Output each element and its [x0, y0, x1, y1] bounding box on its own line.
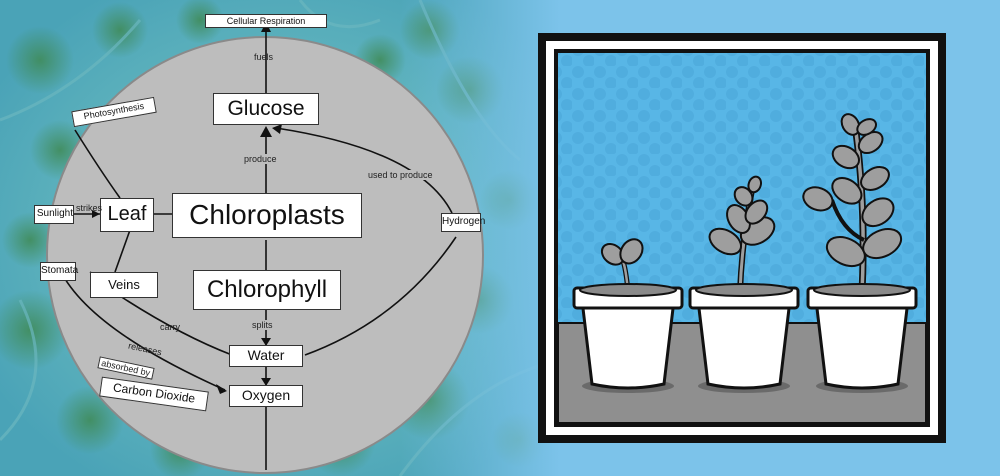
node-oxygen: Oxygen	[229, 385, 303, 407]
plant-small-sprout	[572, 238, 684, 393]
node-stomata: Stomata	[40, 262, 78, 281]
link-label-produce: produce	[244, 154, 277, 164]
node-cellular-respiration: Cellular Respiration	[205, 14, 327, 28]
node-hydrogen: Hydrogen	[441, 213, 485, 232]
link-label-splits: splits	[252, 320, 273, 330]
node-chlorophyll: Chlorophyll	[193, 270, 341, 310]
plant-medium-plant	[688, 175, 800, 393]
node-glucose: Glucose	[213, 93, 319, 125]
concept-sphere	[46, 36, 484, 474]
node-leaf: Leaf	[100, 198, 154, 232]
node-water: Water	[229, 345, 303, 367]
node-veins: Veins	[90, 272, 158, 298]
node-sunlight: Sunlight	[34, 205, 74, 224]
node-chloroplasts: Chloroplasts	[172, 193, 362, 238]
plant-illustration	[538, 33, 946, 443]
link-label-strikes: strikes	[76, 203, 103, 213]
link-label-carry: carry	[160, 322, 180, 332]
link-label-fuels: fuels	[254, 52, 274, 62]
plant-tall-plant	[802, 113, 918, 393]
link-label-used-to-produce: used to produce	[368, 170, 433, 180]
